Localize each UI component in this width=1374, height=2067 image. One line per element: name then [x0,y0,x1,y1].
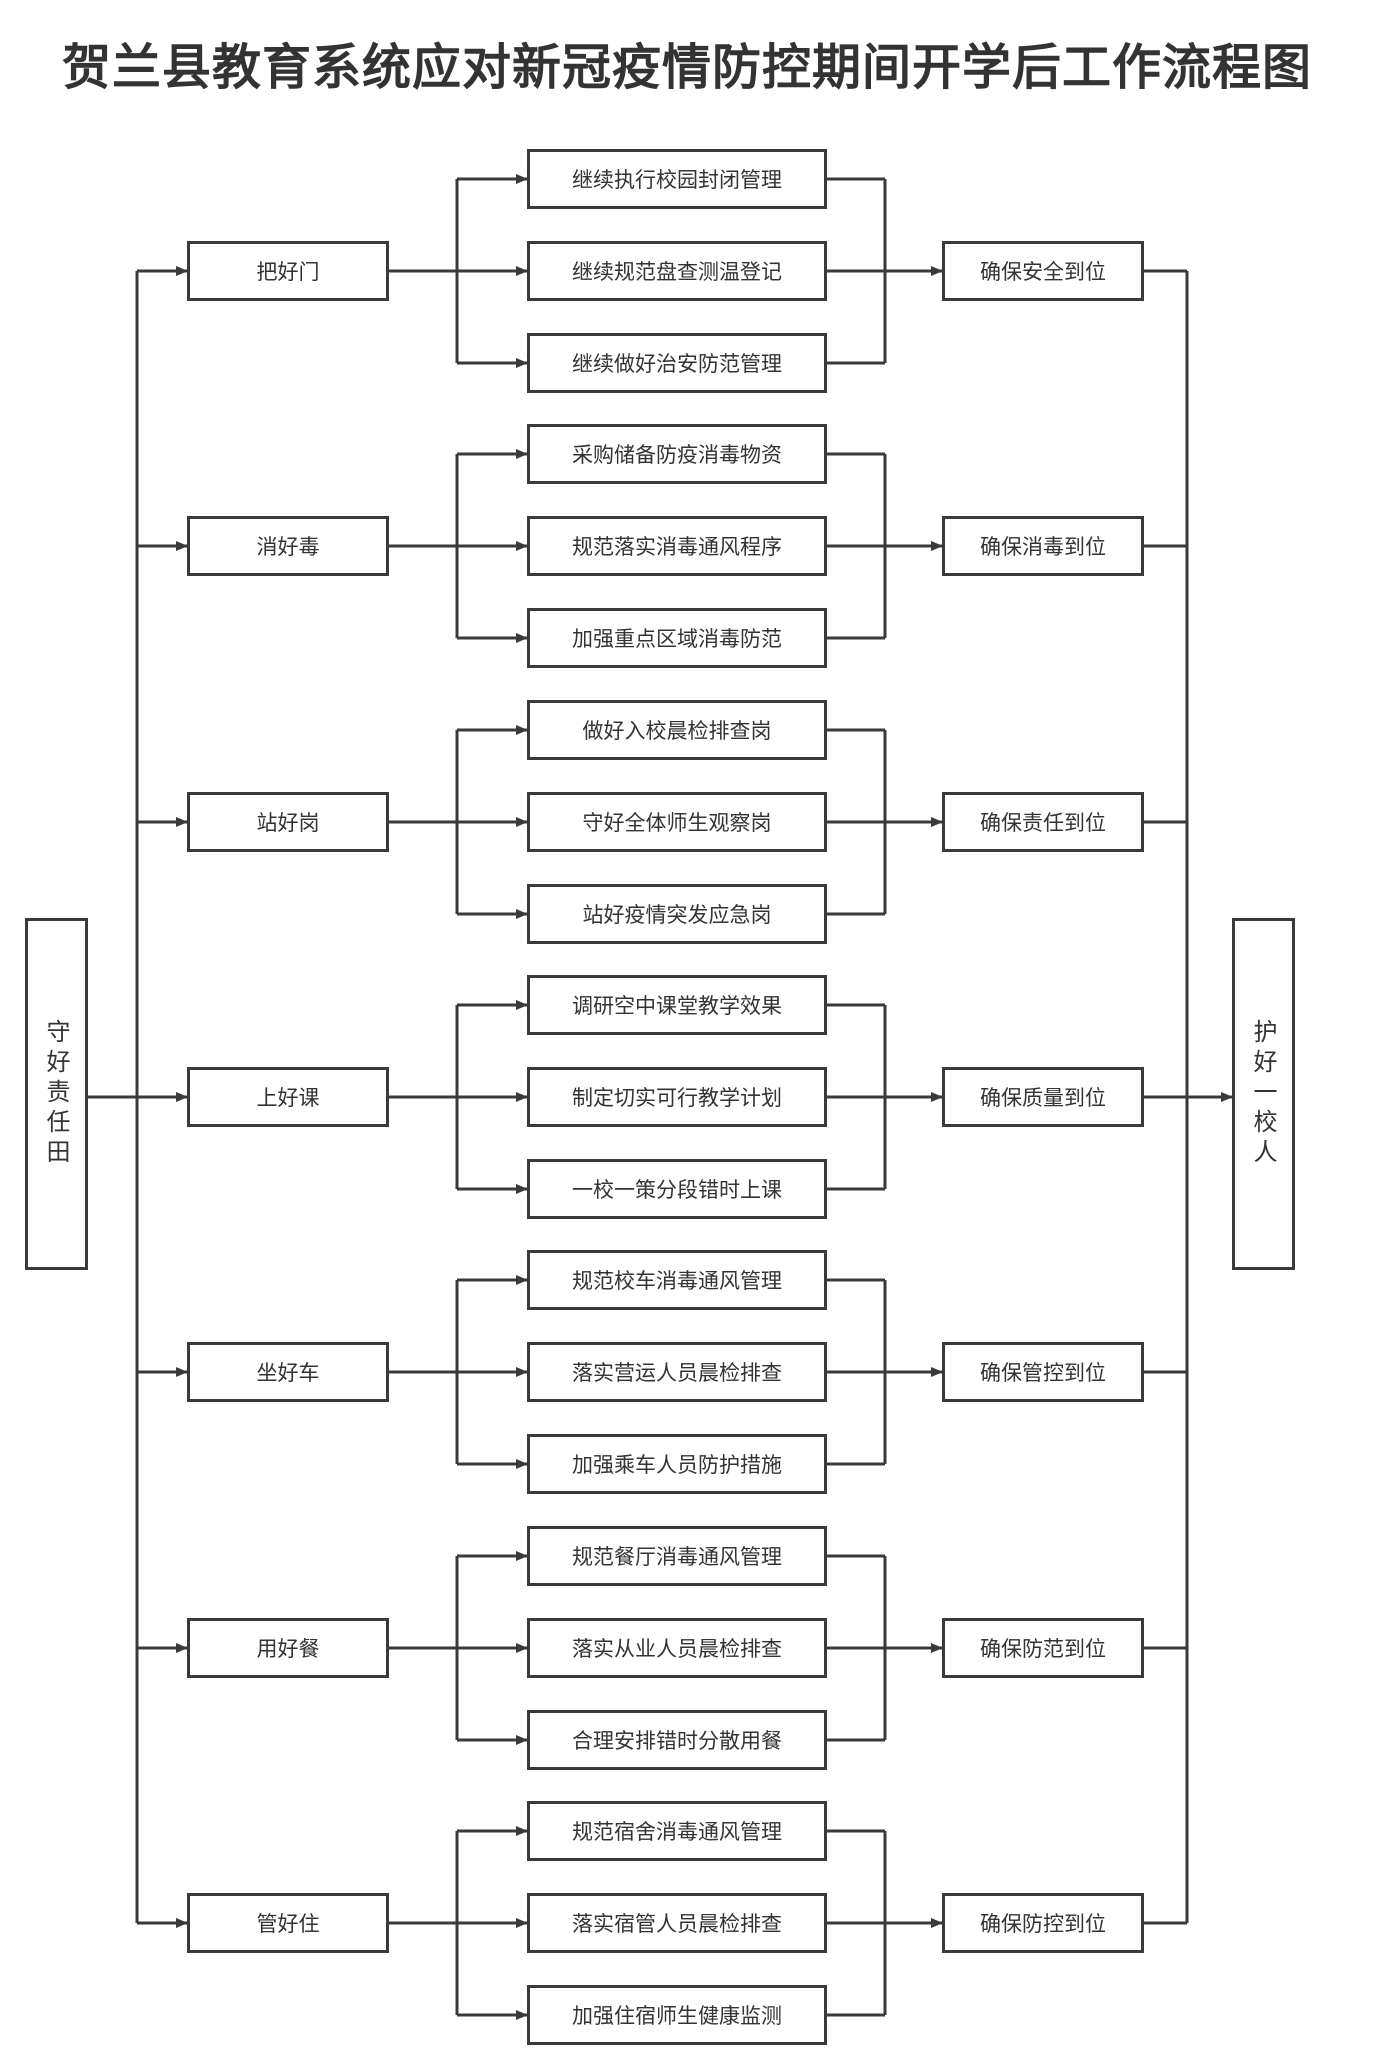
action-box: 加强住宿师生健康监测 [527,1985,827,2045]
action-label: 落实从业人员晨检排查 [572,1637,782,1661]
action-label: 规范落实消毒通风程序 [572,535,782,559]
result-label: 确保责任到位 [980,811,1106,835]
category-box: 站好岗 [187,792,389,852]
action-box: 采购储备防疫消毒物资 [527,424,827,484]
category-box: 坐好车 [187,1342,389,1402]
action-box: 一校一策分段错时上课 [527,1159,827,1219]
action-box: 继续做好治安防范管理 [527,333,827,393]
action-box: 站好疫情突发应急岗 [527,884,827,944]
action-box: 加强重点区域消毒防范 [527,608,827,668]
action-box: 规范校车消毒通风管理 [527,1250,827,1310]
action-label: 落实营运人员晨检排查 [572,1361,782,1385]
category-box: 上好课 [187,1067,389,1127]
result-box: 确保质量到位 [942,1067,1144,1127]
category-box: 管好住 [187,1893,389,1953]
action-box: 规范宿舍消毒通风管理 [527,1801,827,1861]
category-label: 坐好车 [256,1361,320,1385]
result-box: 确保防范到位 [942,1618,1144,1678]
action-label: 调研空中课堂教学效果 [572,994,782,1018]
category-box: 消好毒 [187,516,389,576]
category-label: 用好餐 [256,1637,320,1661]
category-label: 上好课 [256,1086,320,1110]
result-box: 确保管控到位 [942,1342,1144,1402]
action-box: 守好全体师生观察岗 [527,792,827,852]
action-label: 加强重点区域消毒防范 [572,627,782,651]
result-box: 确保责任到位 [942,792,1144,852]
action-box: 规范餐厅消毒通风管理 [527,1526,827,1586]
target-label: 护好一校人 [1249,1019,1277,1169]
action-label: 合理安排错时分散用餐 [572,1729,782,1753]
result-label: 确保防控到位 [980,1912,1106,1936]
action-box: 落实宿管人员晨检排查 [527,1893,827,1953]
category-box: 用好餐 [187,1618,389,1678]
action-label: 规范餐厅消毒通风管理 [572,1545,782,1569]
action-box: 调研空中课堂教学效果 [527,975,827,1035]
action-label: 站好疫情突发应急岗 [582,903,772,927]
action-box: 落实营运人员晨检排查 [527,1342,827,1402]
result-label: 确保管控到位 [980,1361,1106,1385]
action-box: 制定切实可行教学计划 [527,1067,827,1127]
source-label: 守好责任田 [42,1019,70,1169]
result-box: 确保防控到位 [942,1893,1144,1953]
category-label: 站好岗 [256,811,320,835]
source-box: 守好责任田 [25,918,88,1270]
action-label: 做好入校晨检排查岗 [582,719,772,743]
action-label: 规范宿舍消毒通风管理 [572,1820,782,1844]
action-label: 加强乘车人员防护措施 [572,1453,782,1477]
action-label: 加强住宿师生健康监测 [572,2004,782,2028]
action-label: 规范校车消毒通风管理 [572,1269,782,1293]
action-box: 加强乘车人员防护措施 [527,1434,827,1494]
action-label: 采购储备防疫消毒物资 [572,443,782,467]
action-box: 继续执行校园封闭管理 [527,149,827,209]
result-box: 确保安全到位 [942,241,1144,301]
result-label: 确保安全到位 [980,260,1106,284]
action-box: 合理安排错时分散用餐 [527,1710,827,1770]
category-label: 消好毒 [256,535,320,559]
target-box: 护好一校人 [1232,918,1295,1270]
result-label: 确保消毒到位 [980,535,1106,559]
category-label: 把好门 [256,260,320,284]
action-label: 制定切实可行教学计划 [572,1086,782,1110]
result-box: 确保消毒到位 [942,516,1144,576]
result-label: 确保质量到位 [980,1086,1106,1110]
action-label: 一校一策分段错时上课 [572,1178,782,1202]
action-label: 落实宿管人员晨检排查 [572,1912,782,1936]
action-box: 规范落实消毒通风程序 [527,516,827,576]
category-label: 管好住 [256,1912,320,1936]
category-box: 把好门 [187,241,389,301]
action-box: 落实从业人员晨检排查 [527,1618,827,1678]
action-box: 做好入校晨检排查岗 [527,700,827,760]
diagram-title: 贺兰县教育系统应对新冠疫情防控期间开学后工作流程图 [61,39,1312,96]
result-label: 确保防范到位 [980,1637,1106,1661]
action-label: 继续做好治安防范管理 [572,352,782,376]
action-box: 继续规范盘查测温登记 [527,241,827,301]
action-label: 守好全体师生观察岗 [582,811,772,835]
action-label: 继续执行校园封闭管理 [572,168,782,192]
action-label: 继续规范盘查测温登记 [572,260,782,284]
